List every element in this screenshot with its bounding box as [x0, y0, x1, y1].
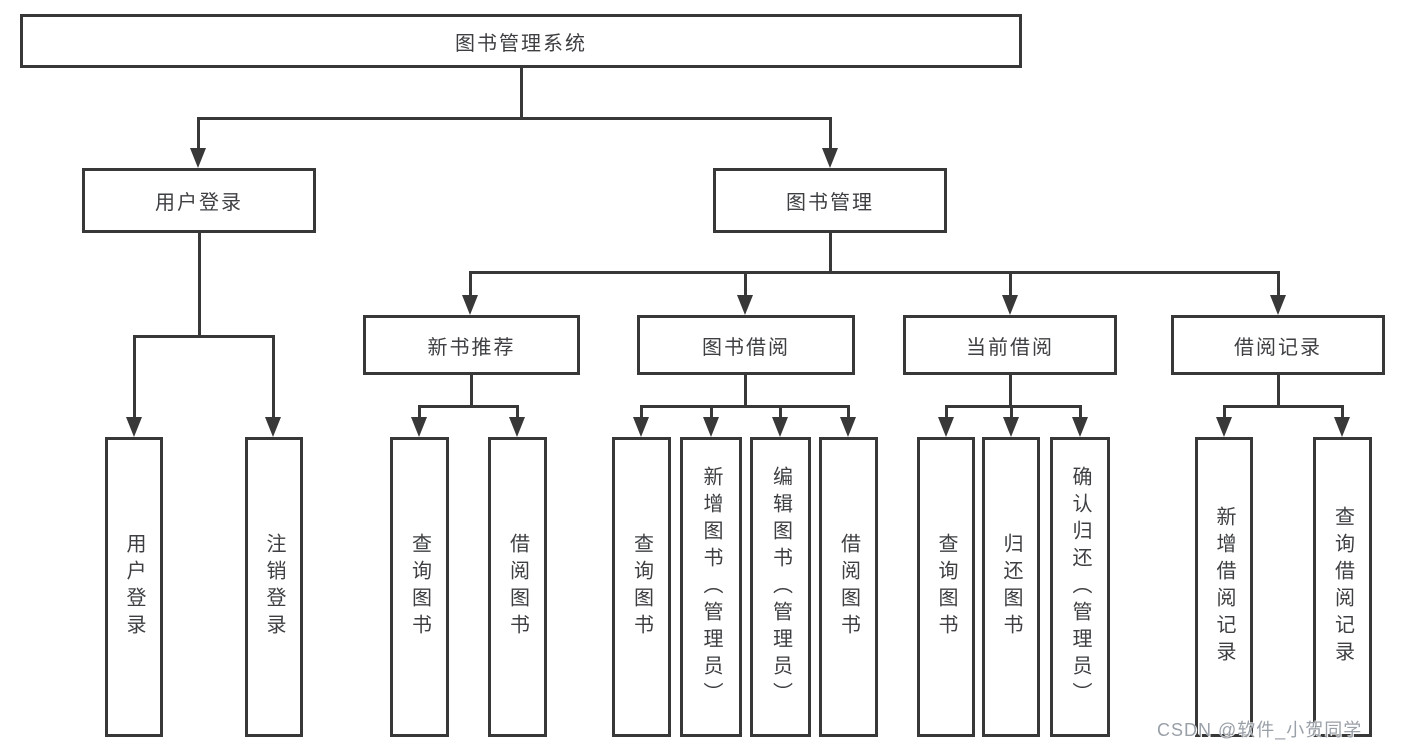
connector-line: [418, 405, 421, 423]
arrow-down-icon: [462, 295, 478, 315]
connector-line: [133, 335, 275, 338]
node-root: 图书管理系统: [20, 14, 1022, 68]
node-book-borrowing: 图书借阅: [637, 315, 855, 375]
leaf-borrowing-edit-books-admin: 编辑图书（管理员）: [750, 437, 811, 737]
leaf-records-add-record-label: 新增借阅记录: [1213, 506, 1235, 668]
leaf-borrowing-edit-books-admin-label: 编辑图书（管理员）: [769, 465, 792, 709]
arrow-down-icon: [1334, 417, 1350, 437]
arrow-down-icon: [190, 148, 206, 168]
connector-line: [779, 405, 782, 423]
node-new-book-recommend: 新书推荐: [363, 315, 580, 375]
connector-line: [1223, 405, 1226, 423]
connector-line: [516, 405, 519, 423]
connector-line: [469, 271, 472, 299]
node-user-login: 用户登录: [82, 168, 316, 233]
connector-line: [1277, 375, 1280, 408]
connector-line: [1079, 405, 1082, 423]
node-new-book-recommend-label: 新书推荐: [427, 336, 516, 359]
connector-line: [829, 233, 832, 274]
connector-line: [1009, 271, 1012, 299]
leaf-current-query-books-label: 查询图书: [935, 533, 957, 641]
leaf-borrowing-add-books-admin-label: 新增图书（管理员）: [700, 465, 722, 709]
connector-line: [744, 375, 747, 408]
connector-line: [418, 405, 519, 408]
node-current-borrowing-label: 当前借阅: [966, 336, 1054, 359]
leaf-logout-label: 注销登录: [263, 533, 285, 641]
node-root-label: 图书管理系统: [455, 32, 587, 55]
connector-line: [829, 117, 832, 152]
leaf-records-query-record-label: 查询借阅记录: [1331, 506, 1354, 668]
node-book-management: 图书管理: [713, 168, 947, 233]
arrow-down-icon: [126, 417, 142, 437]
arrow-down-icon: [411, 417, 427, 437]
arrow-down-icon: [703, 417, 719, 437]
leaf-recommend-query-books: 查询图书: [390, 437, 449, 737]
connector-line: [520, 68, 523, 120]
leaf-user-login: 用户登录: [105, 437, 163, 737]
connector-line: [640, 405, 850, 408]
arrow-down-icon: [1002, 295, 1018, 315]
node-book-management-label: 图书管理: [786, 192, 874, 214]
arrow-down-icon: [1216, 417, 1232, 437]
node-borrowing-records-label: 借阅记录: [1234, 336, 1322, 359]
connector-line: [640, 405, 643, 423]
node-user-login-label: 用户登录: [155, 192, 243, 214]
connector-line: [133, 335, 136, 421]
leaf-borrowing-borrow-books-label: 借阅图书: [837, 533, 860, 641]
connector-line: [272, 335, 275, 421]
arrow-down-icon: [265, 417, 281, 437]
leaf-current-confirm-return-admin: 确认归还（管理员）: [1050, 437, 1110, 737]
arrow-down-icon: [633, 417, 649, 437]
connector-line: [469, 271, 1280, 274]
leaf-borrowing-query-books: 查询图书: [612, 437, 671, 737]
connector-line: [1009, 375, 1012, 408]
leaf-borrowing-add-books-admin: 新增图书（管理员）: [680, 437, 742, 737]
connector-line: [710, 405, 713, 423]
arrow-down-icon: [1072, 417, 1088, 437]
arrow-down-icon: [840, 417, 856, 437]
connector-line: [197, 117, 200, 152]
connector-line: [1223, 405, 1344, 408]
leaf-records-query-record: 查询借阅记录: [1313, 437, 1372, 737]
connector-line: [1277, 271, 1280, 299]
leaf-records-add-record: 新增借阅记录: [1195, 437, 1253, 737]
leaf-user-login-label: 用户登录: [123, 533, 145, 641]
arrow-down-icon: [1003, 417, 1019, 437]
leaf-recommend-borrow-books-label: 借阅图书: [506, 533, 529, 641]
arrow-down-icon: [822, 148, 838, 168]
connector-line: [1010, 405, 1013, 423]
leaf-recommend-borrow-books: 借阅图书: [488, 437, 547, 737]
connector-line: [945, 405, 948, 423]
leaf-borrowing-borrow-books: 借阅图书: [819, 437, 878, 737]
node-book-borrowing-label: 图书借阅: [702, 336, 790, 359]
connector-line: [1341, 405, 1344, 423]
csdn-watermark: CSDN @软件_小贺同学: [1157, 720, 1363, 740]
arrow-down-icon: [772, 417, 788, 437]
arrow-down-icon: [737, 295, 753, 315]
node-current-borrowing: 当前借阅: [903, 315, 1117, 375]
leaf-recommend-query-books-label: 查询图书: [408, 533, 431, 641]
connector-line: [744, 271, 747, 299]
connector-line: [847, 405, 850, 423]
leaf-current-return-books: 归还图书: [982, 437, 1040, 737]
leaf-borrowing-query-books-label: 查询图书: [630, 533, 653, 641]
leaf-logout: 注销登录: [245, 437, 303, 737]
leaf-current-return-books-label: 归还图书: [1000, 533, 1022, 641]
leaf-current-confirm-return-admin-label: 确认归还（管理员）: [1069, 465, 1091, 709]
connector-line: [198, 233, 201, 338]
connector-line: [470, 375, 473, 408]
leaf-current-query-books: 查询图书: [917, 437, 975, 737]
connector-line: [197, 117, 832, 120]
connector-line: [945, 405, 1082, 408]
node-borrowing-records: 借阅记录: [1171, 315, 1385, 375]
arrow-down-icon: [1270, 295, 1286, 315]
arrow-down-icon: [938, 417, 954, 437]
arrow-down-icon: [509, 417, 525, 437]
